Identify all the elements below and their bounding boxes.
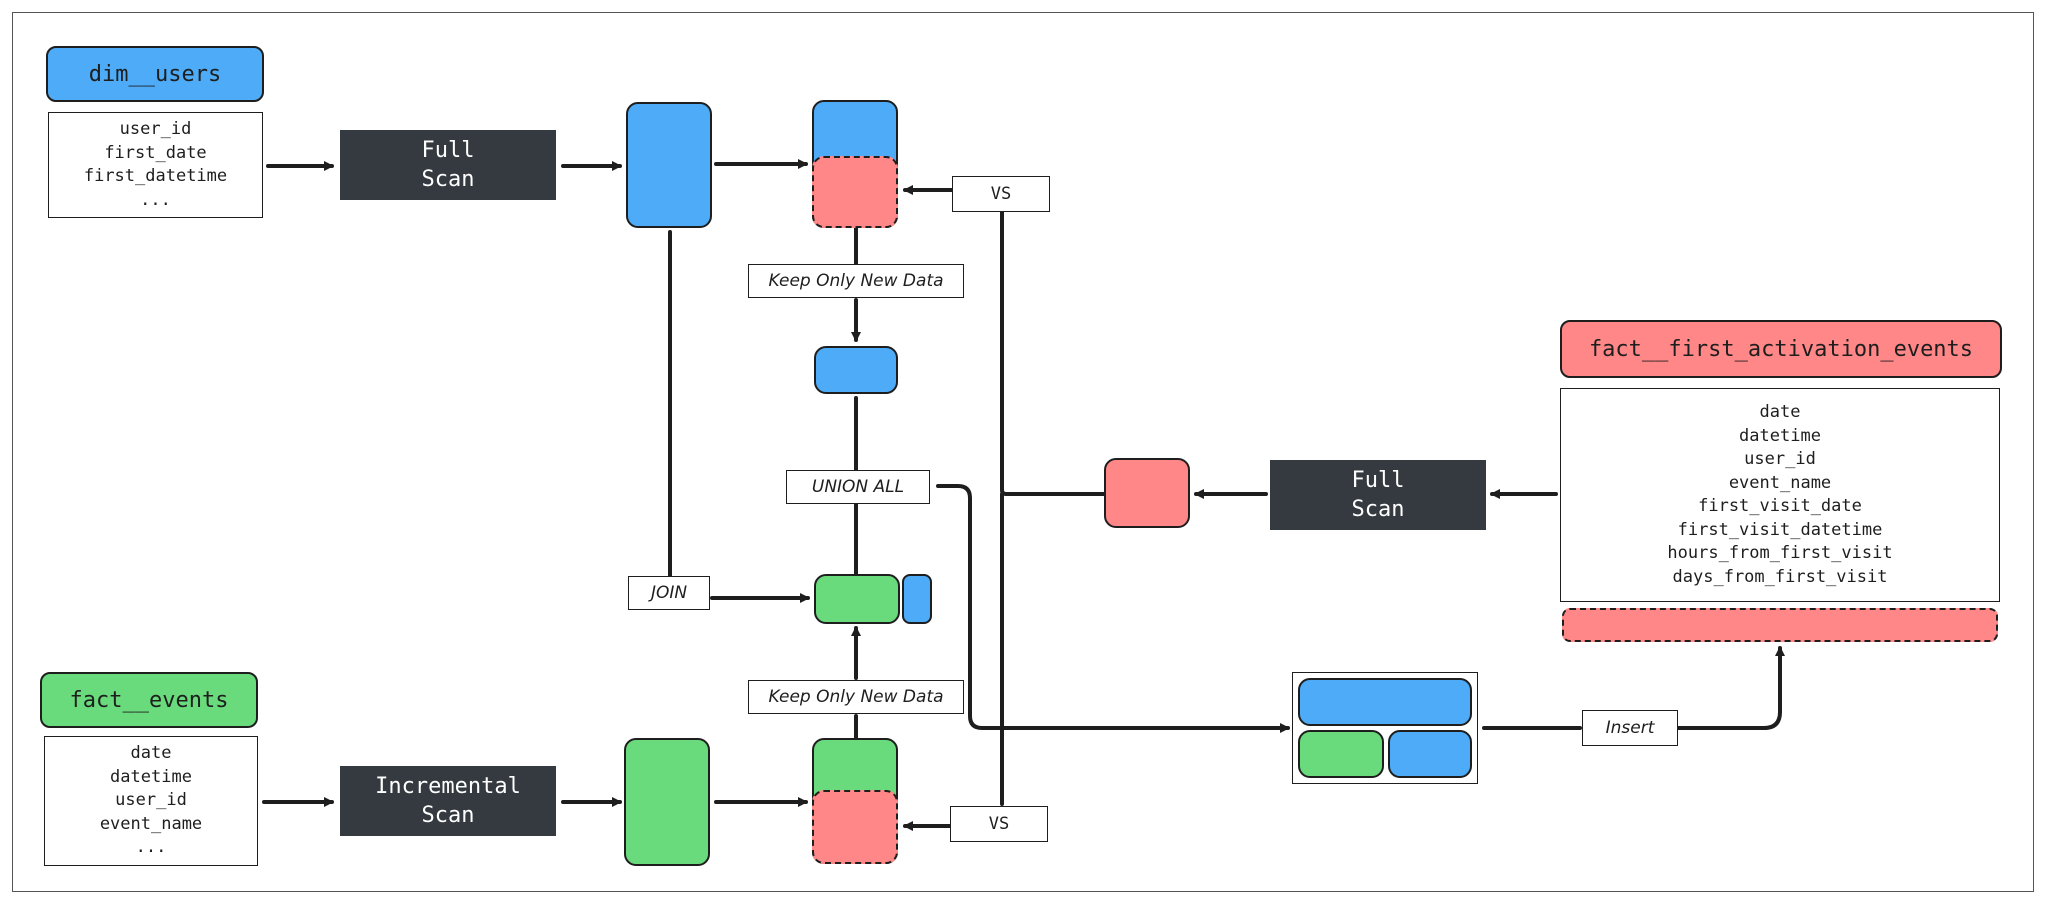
activation-title: fact__first_activation_events xyxy=(1560,320,2002,378)
field: ... xyxy=(135,837,167,858)
existing-data-overlay-top xyxy=(812,156,898,228)
keep-new-data-label-bottom: Keep Only New Data xyxy=(748,680,964,714)
scan-label-line2: Scan xyxy=(421,167,475,192)
activation-field-list: date datetime user_id event_name first_v… xyxy=(1560,388,2000,602)
fact-events-field-list: date datetime user_id event_name ... xyxy=(44,736,258,866)
scan-label-line1: Full xyxy=(1351,468,1405,493)
field: user_id xyxy=(1744,449,1816,469)
vs-label-bottom: VS xyxy=(950,806,1048,842)
field: user_id xyxy=(115,790,187,811)
fact-events-incremental-scan: Incremental Scan xyxy=(340,766,556,836)
activation-new-rows-slot xyxy=(1562,608,1998,642)
field: date xyxy=(1759,402,1801,422)
field: ... xyxy=(140,189,171,210)
joined-users-node xyxy=(902,574,932,624)
dim-users-title: dim__users xyxy=(46,46,264,102)
join-label: JOIN xyxy=(628,576,710,610)
dim-users-scanned-node xyxy=(626,102,712,228)
field: datetime xyxy=(1739,425,1821,446)
field: first_visit_datetime xyxy=(1677,519,1883,540)
joined-events-node xyxy=(814,574,900,624)
field: first_visit_date xyxy=(1698,496,1862,516)
activation-scanned-node xyxy=(1104,458,1190,528)
field: first_datetime xyxy=(83,166,228,186)
field: datetime xyxy=(110,766,192,787)
fact-events-scanned-node xyxy=(624,738,710,866)
new-users-node xyxy=(814,346,898,394)
dim-users-field-list: user_id first_date first_datetime ... xyxy=(48,112,263,218)
result-users-block xyxy=(1298,678,1472,726)
scan-label-line1: Incremental xyxy=(375,774,521,799)
vs-label-top: VS xyxy=(952,176,1050,212)
scan-label-line1: Full xyxy=(421,138,475,163)
fact-events-title: fact__events xyxy=(40,672,258,728)
activation-full-scan: Full Scan xyxy=(1270,460,1486,530)
arrow-insert-to-activation xyxy=(1676,646,1785,730)
keep-new-data-label-top: Keep Only New Data xyxy=(748,264,964,298)
line-vs-connector xyxy=(1000,210,1106,496)
scan-label-line2: Scan xyxy=(421,803,475,828)
field: hours_from_first_visit xyxy=(1667,543,1893,563)
field: date xyxy=(130,743,172,764)
union-all-label: UNION ALL xyxy=(786,470,930,504)
field: event_name xyxy=(99,813,203,834)
field: user_id xyxy=(119,119,192,139)
field: days_from_first_visit xyxy=(1672,566,1888,587)
diagram-frame xyxy=(12,12,2034,892)
scan-label-line2: Scan xyxy=(1351,497,1405,522)
result-events-block xyxy=(1298,730,1384,778)
arrow-union-to-result xyxy=(936,484,1290,733)
field: event_name xyxy=(1728,472,1832,493)
existing-data-overlay-bottom xyxy=(812,790,898,864)
field: first_date xyxy=(104,142,207,163)
insert-label: Insert xyxy=(1582,710,1678,746)
dim-users-full-scan: Full Scan xyxy=(340,130,556,200)
result-users-block-small xyxy=(1388,730,1472,778)
